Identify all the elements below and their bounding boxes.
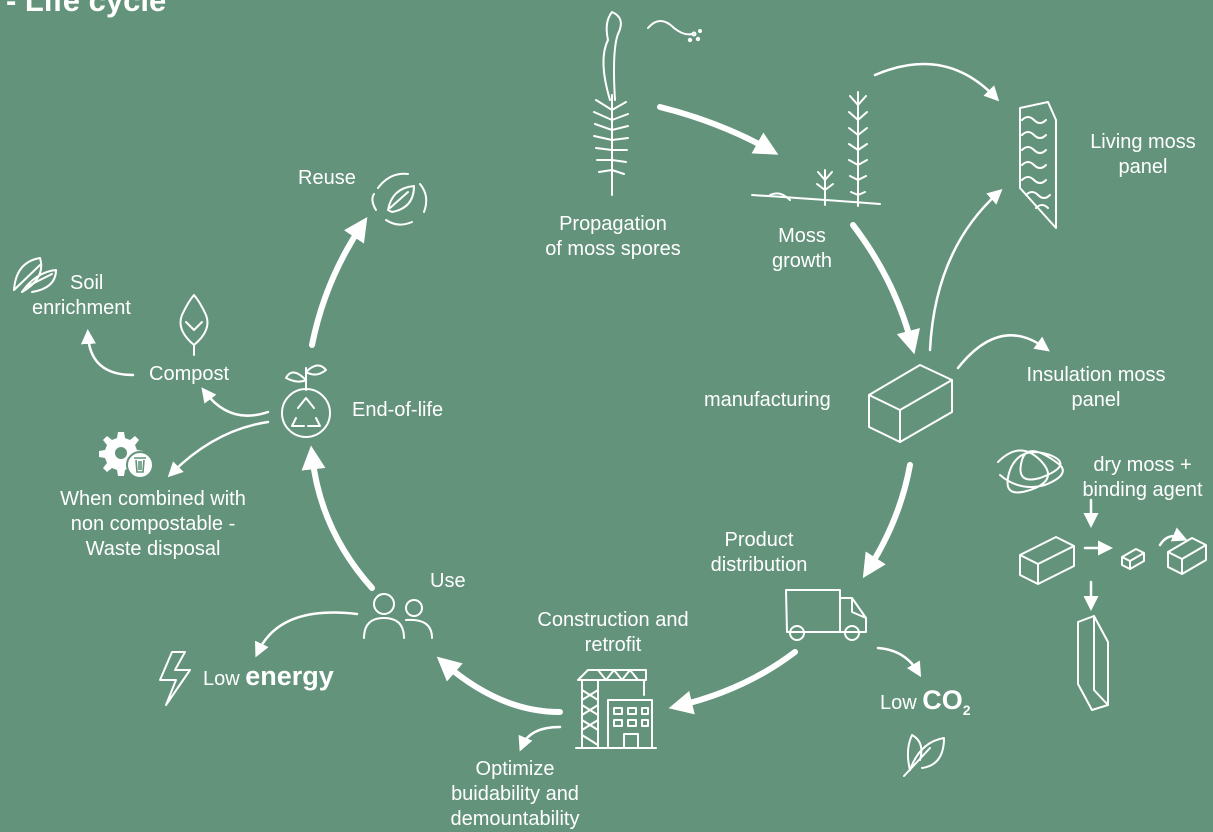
arrow-block-curl [1158, 527, 1188, 547]
label-waste-disposal: When combined with non compostable - Was… [40, 487, 266, 562]
label-low-energy: Low energy [203, 661, 334, 692]
label-dry-moss-line1: dry moss + [1093, 454, 1192, 476]
arrow-growth-to-manufacturing [850, 222, 920, 355]
label-living-panel-line2: panel [1118, 156, 1168, 178]
recycle-sprout-icon [281, 364, 331, 438]
label-soil-line1: Soil [70, 272, 104, 294]
arrow-distribution-to-construction [668, 649, 798, 715]
label-optimize-line1: Optimize [475, 758, 555, 780]
moss-panel-icon [1019, 101, 1057, 229]
label-soil-enrichment: Soil enrichment [28, 271, 148, 321]
low-co2-prefix: Low [880, 692, 917, 714]
arrow-construction-to-use [436, 656, 563, 715]
seedling-icon [602, 11, 622, 101]
label-insulation-line2: panel [1071, 389, 1121, 411]
label-distribution-line1: Product [724, 529, 794, 551]
label-propagation-line2: of moss spores [545, 238, 681, 260]
leaf-icon [903, 734, 945, 777]
low-co2-subscript: 2 [962, 702, 971, 718]
label-low-co2: Low CO2 [880, 685, 971, 723]
label-dry-moss: dry moss + binding agent [1072, 453, 1213, 503]
label-living-panel-line1: Living moss [1090, 131, 1196, 153]
construction-crane-icon [575, 669, 657, 749]
label-living-panel: Living moss panel [1080, 130, 1206, 180]
block-icon [868, 364, 953, 443]
moss-fiber-icon [997, 449, 1064, 494]
label-dry-moss-line2: binding agent [1082, 479, 1203, 501]
moss-growth-icon [751, 91, 881, 207]
diagram-title: - Life cycle [6, 0, 167, 18]
arrow-manufacturing-to-distribution [862, 462, 913, 579]
recycle-leaf-icon [371, 172, 428, 226]
label-construction: Construction and retrofit [520, 608, 706, 658]
label-reuse: Reuse [298, 167, 356, 189]
label-soil-line2: enrichment [32, 297, 131, 319]
label-optimize-line2: buidability and [451, 783, 579, 805]
label-distribution-line2: distribution [710, 554, 808, 576]
arrow-to-optimize [518, 725, 562, 752]
label-growth-line1: Moss [778, 225, 826, 247]
label-insulation-panel: Insulation moss panel [1012, 363, 1180, 413]
leaves-icon [13, 257, 57, 293]
arrow-end-of-life-to-reuse [309, 217, 368, 348]
label-construction-line2: retrofit [584, 634, 642, 656]
label-waste-line1: When combined with [60, 488, 246, 510]
label-optimize-line3: demountability [450, 808, 580, 830]
label-construction-line1: Construction and [537, 609, 689, 631]
label-waste-line2: non compostable - [70, 513, 236, 535]
label-compost: Compost [149, 363, 230, 385]
label-waste-line3: Waste disposal [85, 538, 221, 560]
arrow-use-to-end-of-life [301, 445, 375, 591]
label-product-distribution: Product distribution [696, 528, 822, 578]
cycle-arrows [301, 104, 920, 715]
small-block-icon [1019, 536, 1075, 585]
arrow-to-compost [201, 387, 270, 417]
label-use: Use [430, 570, 466, 592]
label-propagation-line1: Propagation [559, 213, 667, 235]
tree-icon [179, 294, 209, 356]
lightning-icon [159, 651, 191, 706]
gear-trash-icon [99, 432, 154, 479]
label-manufacturing: manufacturing [704, 389, 831, 411]
label-propagation: Propagation of moss spores [534, 212, 692, 262]
secondary-arrows [80, 62, 1188, 752]
arrow-to-low-energy [255, 611, 359, 658]
moss-sprig-icon [593, 94, 629, 196]
low-co2-value: CO [922, 685, 963, 715]
arrow-to-waste-disposal [167, 420, 270, 478]
arrow-to-insulation-panel [956, 334, 1050, 370]
arrow-propagation-to-growth [657, 104, 779, 155]
arrow-compost-to-soil [80, 329, 135, 377]
label-moss-growth: Moss growth [764, 224, 840, 274]
arrow-to-living-panel [873, 62, 1000, 102]
cut-blocks-icon [1121, 537, 1207, 575]
truck-icon [785, 589, 867, 641]
label-growth-line2: growth [771, 250, 833, 272]
low-energy-prefix: Low [203, 668, 240, 690]
label-insulation-line1: Insulation moss [1026, 364, 1166, 386]
label-optimize: Optimize buidability and demountability [430, 757, 600, 832]
label-end-of-life: End-of-life [352, 399, 444, 421]
users-icon [363, 593, 433, 639]
thin-panel-icon [1077, 615, 1109, 711]
spores-icon [647, 20, 702, 43]
arrow-manufacturing-to-living-panel [928, 188, 1003, 352]
low-energy-value: energy [245, 661, 334, 691]
arrow-to-low-co2 [876, 646, 922, 678]
